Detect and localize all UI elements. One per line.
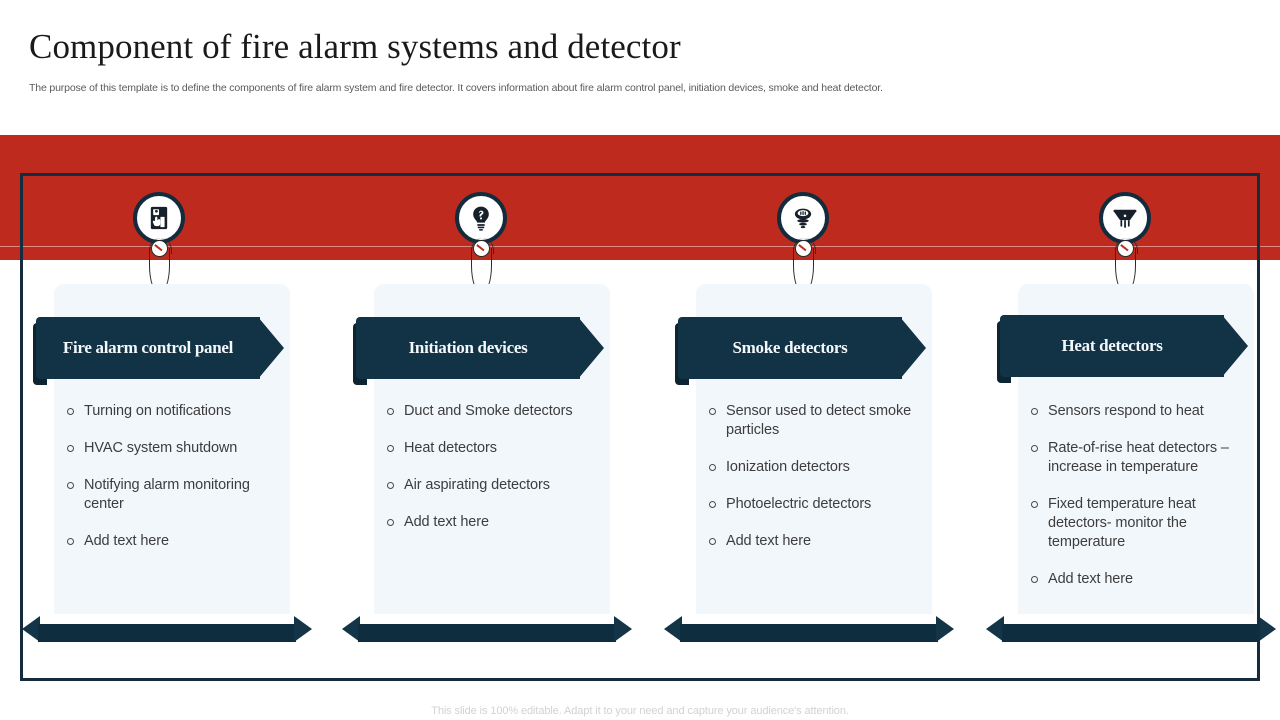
ribbon-body [356, 317, 580, 379]
ribbon-arrow-tip [258, 317, 284, 379]
card-footer-ribbon [22, 616, 312, 642]
bullet-list: Sensor used to detect smoke particles Io… [709, 402, 917, 569]
list-item-text: Duct and Smoke detectors [404, 403, 573, 419]
bullet-circle-icon [387, 445, 394, 452]
ribbon-arrow-tip [578, 317, 604, 379]
page-subtitle: The purpose of this template is to defin… [29, 82, 883, 94]
red-header-band [0, 135, 1280, 260]
bullet-list: Sensors respond to heat Rate-of-rise hea… [1031, 402, 1239, 607]
column-heading-ribbon: Fire alarm control panel [33, 317, 284, 385]
list-item-text: Photoelectric detectors [726, 496, 872, 512]
footer-notch-left [986, 616, 1004, 642]
list-item: Rate-of-rise heat detectors – increase i… [1031, 439, 1239, 477]
list-item-text: Add text here [726, 533, 811, 549]
list-item: Notifying alarm monitoring center [67, 476, 275, 514]
bullet-circle-icon [387, 482, 394, 489]
list-item: HVAC system shutdown [67, 439, 275, 458]
bullet-circle-icon [1031, 445, 1038, 452]
ribbon-body [678, 317, 902, 379]
list-item-text: Add text here [84, 533, 169, 549]
lightbulb-question-icon [455, 192, 507, 244]
ribbon-arrow-tip [1222, 315, 1248, 377]
list-item: Add text here [67, 532, 275, 551]
bullet-circle-icon [387, 408, 394, 415]
pull-station-icon [133, 192, 185, 244]
bullet-circle-icon [1031, 408, 1038, 415]
list-item: Add text here [387, 513, 595, 532]
column-heading-ribbon: Smoke detectors [675, 317, 926, 385]
column-heading-label: Heat detectors [1061, 336, 1163, 355]
ribbon-body [36, 317, 260, 379]
footer-notch-right [614, 616, 632, 642]
list-item: Ionization detectors [709, 458, 917, 477]
bullet-circle-icon [387, 519, 394, 526]
bullet-circle-icon [709, 538, 716, 545]
list-item-text: Sensors respond to heat [1048, 403, 1204, 419]
footer-notch-left [22, 616, 40, 642]
footer-notch-left [664, 616, 682, 642]
card-footer-ribbon [342, 616, 632, 642]
list-item-text: Air aspirating detectors [404, 477, 550, 493]
list-item-text: Sensor used to detect smoke particles [726, 403, 912, 438]
list-item: Duct and Smoke detectors [387, 402, 595, 421]
list-item-text: Add text here [1048, 571, 1133, 587]
card-footer-ribbon [664, 616, 954, 642]
footer-bar [38, 624, 296, 642]
footer-bar [680, 624, 938, 642]
bullet-circle-icon [67, 408, 74, 415]
list-item: Air aspirating detectors [387, 476, 595, 495]
footer-notch-right [1258, 616, 1276, 642]
list-item: Turning on notifications [67, 402, 275, 421]
bullet-list: Duct and Smoke detectors Heat detectors … [387, 402, 595, 550]
list-item: Heat detectors [387, 439, 595, 458]
bullet-circle-icon [67, 538, 74, 545]
card-footer-ribbon [986, 616, 1276, 642]
red-band-divider-line [0, 246, 1280, 247]
bullet-circle-icon [1031, 501, 1038, 508]
footer-notch-left [342, 616, 360, 642]
bullet-circle-icon [709, 464, 716, 471]
column-heading-label: Fire alarm control panel [62, 338, 234, 357]
list-item: Add text here [709, 532, 917, 551]
ribbon-arrow-tip [900, 317, 926, 379]
bullet-circle-icon [67, 482, 74, 489]
list-item-text: Add text here [404, 514, 489, 530]
list-item-text: HVAC system shutdown [84, 440, 238, 456]
footer-notch-right [936, 616, 954, 642]
column-heading-label: Initiation devices [408, 338, 528, 357]
list-item-text: Fixed temperature heat detectors- monito… [1048, 496, 1196, 550]
list-item-text: Heat detectors [404, 440, 497, 456]
list-item: Add text here [1031, 570, 1239, 589]
list-item: Photoelectric detectors [709, 495, 917, 514]
list-item-text: Rate-of-rise heat detectors – increase i… [1048, 440, 1229, 475]
heat-detector-icon [1099, 192, 1151, 244]
slide-footer-note: This slide is 100% editable. Adapt it to… [431, 705, 849, 717]
ribbon-body [1000, 315, 1224, 377]
list-item: Fixed temperature heat detectors- monito… [1031, 495, 1239, 552]
list-item-text: Notifying alarm monitoring center [84, 477, 250, 512]
bullet-circle-icon [709, 501, 716, 508]
list-item: Sensors respond to heat [1031, 402, 1239, 421]
list-item-text: Turning on notifications [84, 403, 231, 419]
smoke-detector-icon [777, 192, 829, 244]
list-item-text: Ionization detectors [726, 459, 850, 475]
column-heading-ribbon: Initiation devices [353, 317, 604, 385]
page-title: Component of fire alarm systems and dete… [29, 27, 681, 66]
bullet-circle-icon [709, 408, 716, 415]
footer-bar [1002, 624, 1260, 642]
column-heading-label: Smoke detectors [732, 338, 848, 357]
list-item: Sensor used to detect smoke particles [709, 402, 917, 440]
footer-bar [358, 624, 616, 642]
column-heading-ribbon: Heat detectors [997, 315, 1248, 383]
bullet-list: Turning on notifications HVAC system shu… [67, 402, 275, 569]
bullet-circle-icon [67, 445, 74, 452]
bullet-circle-icon [1031, 576, 1038, 583]
footer-notch-right [294, 616, 312, 642]
